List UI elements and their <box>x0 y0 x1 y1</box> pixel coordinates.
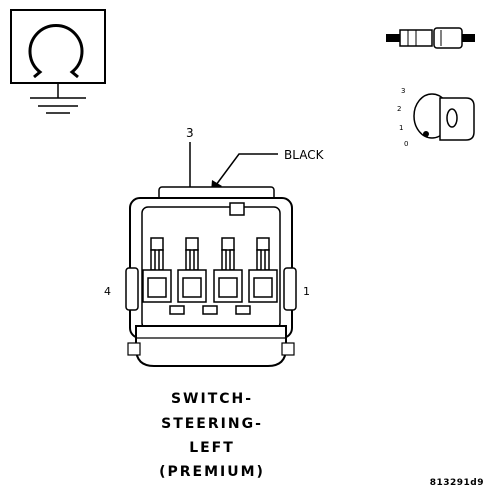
key-position-label: 1 <box>399 124 403 132</box>
connector-color-label: BLACK <box>284 148 325 162</box>
title-line: SWITCH- <box>171 391 253 407</box>
figure-code: 813291d9 <box>430 478 484 488</box>
ohm-meter-ground-icon <box>10 9 106 114</box>
key-position-labels: 3 2 1 0 <box>397 87 408 148</box>
key-position-label: 2 <box>397 105 401 113</box>
title-line: (PREMIUM) <box>159 464 265 480</box>
ignition-key-icon <box>413 93 475 141</box>
terminal-cavities <box>142 237 278 315</box>
title-line: STEERING- <box>161 416 263 432</box>
key-position-label: 0 <box>404 140 408 148</box>
title-line: LEFT <box>189 440 235 456</box>
component-title: SWITCH- STEERING- LEFT (PREMIUM) <box>159 391 265 480</box>
pin-number-right: 1 <box>303 285 310 298</box>
pin-number-left: 4 <box>104 285 111 298</box>
connector-plug-icon <box>386 27 475 49</box>
pin-pointer-label: 3 <box>186 126 194 140</box>
key-position-label: 3 <box>401 87 405 95</box>
connector-housing <box>125 186 297 367</box>
